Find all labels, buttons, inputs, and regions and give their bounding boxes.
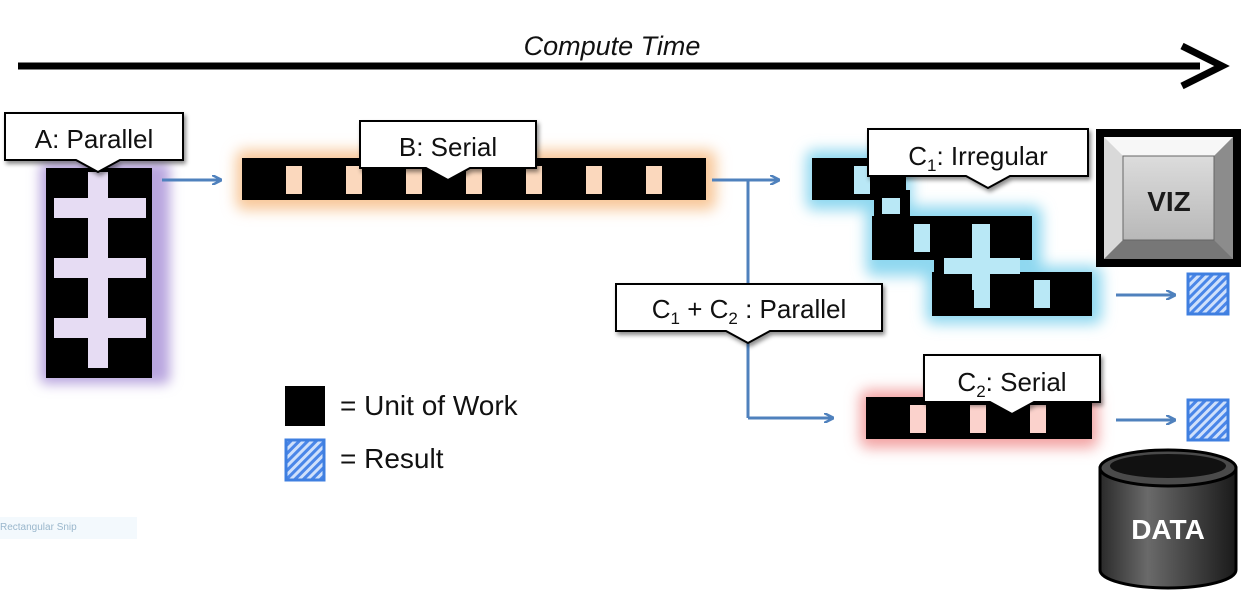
stage-c1c2-label: C1 + C2 : Parallel xyxy=(652,294,847,328)
data-label: DATA xyxy=(1131,514,1205,545)
legend-result-label: = Result xyxy=(340,443,444,474)
stage-b-serial xyxy=(236,150,716,210)
legend-unit-swatch xyxy=(285,386,325,426)
compute-time-arrow xyxy=(18,42,1230,90)
compute-time-label: Compute Time xyxy=(524,31,701,61)
stage-a-label: A: Parallel xyxy=(35,124,154,154)
stage-c1-label: C1: Irregular xyxy=(908,141,1048,175)
stage-a-callout xyxy=(4,112,184,174)
viz-box xyxy=(1096,129,1241,267)
stage-b-serial-units xyxy=(286,166,662,194)
legend-result-swatch xyxy=(284,438,326,482)
stage-c2-label: C2: Serial xyxy=(957,367,1066,401)
result-icon-c1 xyxy=(1186,272,1230,316)
stage-a-parallel xyxy=(40,162,170,384)
stage-c1-irregular xyxy=(806,150,1102,324)
stage-c1-callout xyxy=(867,128,1089,190)
stage-a-parallel-pattern xyxy=(54,172,146,368)
result-icon-c2 xyxy=(1186,398,1230,442)
viz-label: VIZ xyxy=(1147,186,1191,217)
stage-c2-callout xyxy=(923,354,1101,416)
stage-c1-irregular-units xyxy=(854,166,1050,308)
stage-b-callout xyxy=(359,120,537,182)
stage-b-label: B: Serial xyxy=(399,132,497,162)
legend: = Unit of Work = Result xyxy=(284,386,519,482)
rectangular-snip-overlay: Rectangular Snip xyxy=(0,517,137,539)
stage-c2-serial xyxy=(860,390,1098,448)
stage-c2-serial-units xyxy=(910,405,1046,433)
stage-c1c2-callout xyxy=(615,283,883,345)
data-cylinder xyxy=(1098,448,1238,590)
legend-unit-label: = Unit of Work xyxy=(340,390,519,421)
